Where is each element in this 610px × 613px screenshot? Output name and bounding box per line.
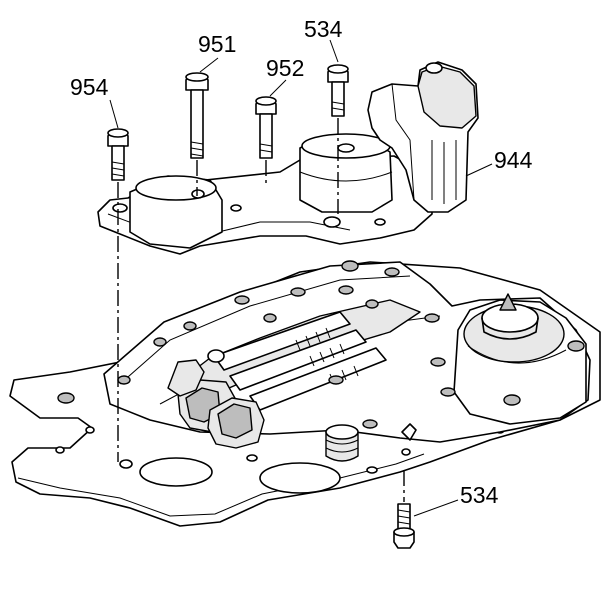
lower-valve-body: [57, 260, 591, 462]
bolt-534-top: [327, 64, 349, 117]
callout-954: 954: [70, 74, 109, 100]
bolt-534-bottom: [393, 503, 415, 549]
bolt-952: [255, 96, 277, 159]
bolt-954: [107, 128, 129, 181]
leader-lines: [109, 39, 493, 517]
callout-534-top: 534: [304, 16, 343, 42]
upper-valve-body: [97, 61, 479, 255]
callout-952: 952: [266, 55, 304, 81]
alignment-lines: [117, 118, 405, 502]
callout-534-bottom: 534: [460, 482, 499, 508]
bolt-951: [185, 72, 209, 159]
callout-944: 944: [494, 147, 533, 173]
callout-951: 951: [198, 31, 236, 57]
lower-body-bolts: [57, 260, 585, 429]
